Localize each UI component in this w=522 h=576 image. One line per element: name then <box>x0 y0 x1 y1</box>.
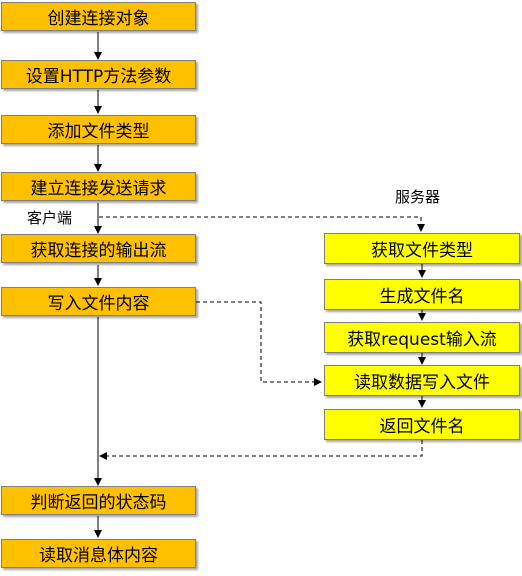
client-label: 客户端 <box>27 209 73 227</box>
step-set-http-method: 设置HTTP方法参数 <box>1 60 196 89</box>
server-step-return-filename: 返回文件名 <box>324 409 520 440</box>
step-check-status-code: 判断返回的状态码 <box>1 486 196 515</box>
server-step-get-file-type: 获取文件类型 <box>324 233 520 264</box>
step-get-output-stream: 获取连接的输出流 <box>1 234 196 263</box>
step-create-connection: 创建连接对象 <box>1 2 196 31</box>
dashed-response-to-client <box>99 440 423 460</box>
dashed-request-to-server <box>99 216 425 232</box>
server-label: 服务器 <box>395 188 441 206</box>
dashed-write-to-server-read <box>196 301 322 386</box>
step-add-file-type: 添加文件类型 <box>1 115 196 144</box>
step-connect-send-request: 建立连接发送请求 <box>1 172 196 201</box>
server-step-get-input-stream: 获取request输入流 <box>324 322 520 353</box>
step-read-message-body: 读取消息体内容 <box>1 539 196 568</box>
server-step-generate-filename: 生成文件名 <box>324 279 520 310</box>
step-write-file-content: 写入文件内容 <box>1 287 196 316</box>
server-step-read-write-file: 读取数据写入文件 <box>324 365 520 396</box>
